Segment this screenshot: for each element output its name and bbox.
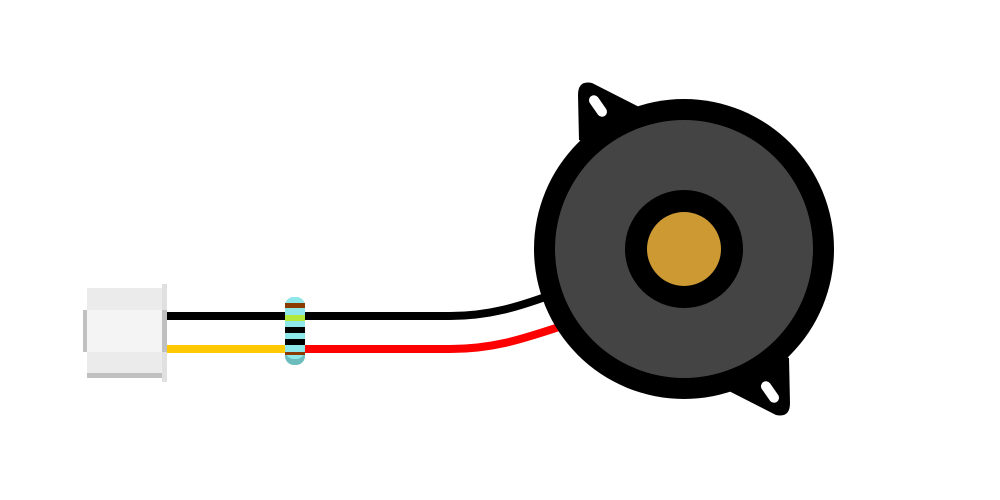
red-wire (300, 322, 564, 353)
resistor-band-1 (285, 303, 305, 308)
resistor-band-5 (285, 352, 305, 355)
resistor (285, 297, 305, 365)
buzzer-center (647, 212, 721, 286)
connector (83, 284, 167, 382)
buzzer (534, 82, 834, 416)
resistor-band-2 (285, 315, 305, 321)
resistor-band-4 (285, 339, 305, 345)
black-wire (165, 292, 550, 320)
resistor-band-3 (285, 327, 305, 333)
